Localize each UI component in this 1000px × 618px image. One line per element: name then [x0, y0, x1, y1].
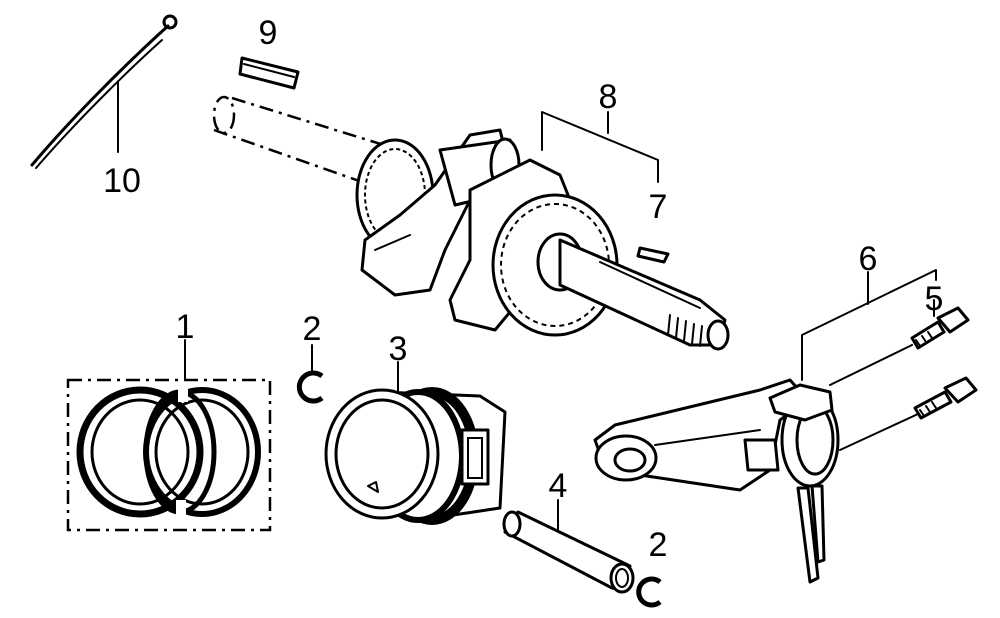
callout-8: 8 [599, 78, 618, 116]
part-8-bracket [541, 111, 659, 183]
crankshaft [212, 95, 730, 351]
part-5-bolt-lower [839, 376, 978, 451]
part-4-piston-pin [502, 499, 635, 594]
callout-7: 7 [649, 188, 668, 226]
callout-1: 1 [176, 308, 195, 346]
part-2-circlip-lower [636, 576, 662, 608]
callout-2-upper: 2 [303, 310, 322, 348]
part-10-wire [30, 14, 178, 169]
callout-2-lower: 2 [649, 526, 668, 564]
part-5-bolt-upper [829, 299, 970, 386]
callout-9: 9 [259, 14, 278, 52]
callout-6: 6 [859, 240, 878, 278]
part-7-key [636, 246, 670, 264]
part-1-piston-rings [66, 339, 272, 532]
callout-4: 4 [549, 467, 568, 505]
shaft-thread [667, 314, 703, 347]
part-9-key [238, 56, 300, 90]
callout-10: 10 [103, 162, 141, 200]
callout-5: 5 [925, 280, 944, 318]
part-2-circlip-upper [296, 344, 324, 404]
callout-3: 3 [389, 330, 408, 368]
part-3-piston [324, 361, 507, 525]
part-6-connecting-rod [593, 269, 937, 584]
